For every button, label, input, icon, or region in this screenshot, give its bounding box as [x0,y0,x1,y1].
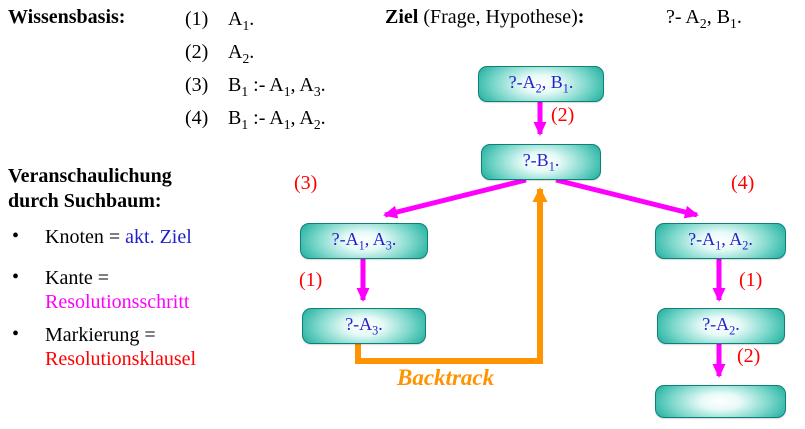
kb-item-number: (1) [185,8,209,30]
kb-item: (1) A1. [185,6,326,39]
bullet-icon: • [12,266,20,288]
tree-node-success-empty [655,385,786,418]
edge-label-1-right: (1) [739,269,763,291]
kb-item-clause: A2. [228,41,255,66]
tree-node-right-a1a2: ?-A1, A2. [655,223,786,259]
bullet-icon: • [12,323,20,345]
goal-label-bold: Ziel [385,6,419,28]
legend-title-line1: Veranschaulichung [8,165,172,187]
tree-node-label: ?-B1. [522,149,560,174]
edge-label-2-right: (2) [737,345,761,367]
kb-item-clause: A1. [228,8,255,33]
tree-node-label: ?-A1, A3. [331,228,397,253]
bullet-prefix: Markierung = [45,324,156,346]
kb-item: (3) B1 :- A1, A3. [185,72,326,105]
kb-item-clause: B1 :- A1, A3. [228,74,326,99]
edge-label-3: (3) [294,172,318,194]
kb-item: (2) A2. [185,39,326,72]
bullet-term: Resolutionsschritt [45,291,190,313]
tree-node-label: ?-A3. [345,313,383,338]
bullet-term: akt. Ziel [125,226,192,248]
bullet-icon: • [12,225,20,247]
legend-title-line2: durch Suchbaum: [8,190,162,212]
tree-node-label: ?-A2. [702,313,740,338]
bullet-prefix: Kante = [45,267,110,289]
kb-item-number: (4) [185,107,209,129]
goal-value: ?- A2, B1. [666,6,742,31]
bullet-term: Resolutionsklausel [45,348,197,370]
kb-item-number: (3) [185,74,209,96]
tree-node-b1: ?-B1. [481,144,601,180]
legend-bullet-kante: • Kante = Resolutionsschritt [12,266,189,314]
bullet-prefix: Knoten = [45,226,126,248]
kb-list: (1) A1. (2) A2. (3) B1 :- A1, A3. (4) B1 :- … [185,6,326,138]
tree-node-left-a3: ?-A3. [302,308,426,344]
legend-bullet-knoten: • Knoten = akt. Ziel [12,225,192,249]
edge-label-2-top: (2) [551,104,575,126]
goal-label: Ziel (Frage, Hypothese): [385,6,584,29]
legend-title: Veranschaulichung durch Suchbaum: [8,164,172,214]
edge-label-1-left: (1) [299,269,323,291]
arrow-b1-to-left-child [383,177,527,219]
tree-node-label: ?-A2, B1. [508,71,574,96]
kb-item-number: (2) [185,41,209,63]
kb-title: Wissensbasis: [8,6,126,28]
arrow-b1-to-right-child [555,177,699,219]
backtrack-label: Backtrack [397,365,495,390]
legend-bullet-markierung: • Markierung = Resolutionsklausel [12,323,196,371]
kb-item-clause: B1 :- A1, A2. [228,107,326,132]
goal-label-normal: (Frage, Hypothese) [418,6,578,28]
edge-label-4: (4) [731,172,755,194]
tree-node-label: ?-A1, A2. [688,228,753,253]
tree-node-right-a2: ?-A2. [657,308,785,344]
goal-label-colon: : [577,6,585,28]
tree-node-left-a1a3: ?-A1, A3. [300,223,428,259]
kb-item: (4) B1 :- A1, A2. [185,105,326,138]
tree-node-root: ?-A2, B1. [478,66,604,102]
